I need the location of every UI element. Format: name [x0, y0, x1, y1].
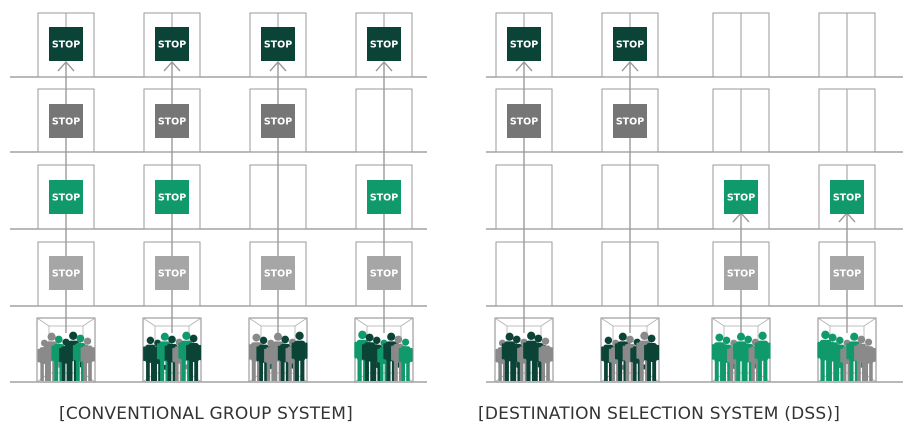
stop-label: STOP	[52, 269, 80, 280]
stop-marker: STOP	[367, 180, 401, 214]
stop-marker: STOP	[613, 27, 647, 61]
stop-marker: STOP	[613, 104, 647, 138]
up-arrow-icon	[163, 60, 181, 72]
passenger-group	[711, 331, 771, 381]
person-icon	[398, 338, 413, 381]
stop-marker: STOP	[155, 27, 189, 61]
passenger-group	[248, 331, 308, 381]
elevator-shaft: STOP STOP STOP STOP	[142, 12, 202, 383]
stop-marker: STOP	[49, 27, 83, 61]
stop-marker: STOP	[367, 256, 401, 290]
stop-marker: STOP	[155, 180, 189, 214]
person-icon	[754, 331, 771, 381]
passenger-group	[37, 331, 95, 381]
caption-destination-selection-system: [DESTINATION SELECTION SYSTEM (DSS)]	[478, 404, 841, 424]
person-icon	[538, 337, 553, 381]
stop-marker: STOP	[49, 180, 83, 214]
up-arrow-icon	[621, 60, 639, 72]
stop-label: STOP	[370, 40, 398, 51]
stop-label: STOP	[158, 193, 186, 204]
stop-label: STOP	[616, 40, 644, 51]
stop-label: STOP	[370, 269, 398, 280]
stop-marker: STOP	[507, 104, 541, 138]
stop-label: STOP	[264, 40, 292, 51]
stop-marker: STOP	[724, 180, 758, 214]
person-icon	[80, 337, 95, 381]
elevator-shaft: STOP STOP STOP	[354, 12, 414, 383]
stop-marker: STOP	[155, 256, 189, 290]
stop-label: STOP	[158, 117, 186, 128]
passenger-group	[143, 331, 202, 381]
stop-label: STOP	[264, 269, 292, 280]
elevator-shaft: STOP STOP STOP STOP	[36, 12, 96, 383]
up-arrow-icon	[269, 60, 287, 72]
stop-label: STOP	[52, 193, 80, 204]
passenger-group	[354, 330, 413, 381]
stop-label: STOP	[158, 40, 186, 51]
stop-marker: STOP	[724, 256, 758, 290]
passenger-group	[601, 331, 660, 381]
person-icon	[861, 338, 876, 381]
elevator-shaft: STOP STOP	[817, 12, 877, 383]
person-icon	[291, 331, 308, 381]
up-arrow-icon	[57, 60, 75, 72]
stop-marker: STOP	[830, 256, 864, 290]
stop-label: STOP	[616, 117, 644, 128]
up-arrow-icon	[515, 60, 533, 72]
elevator-shaft: STOP STOP STOP	[248, 12, 308, 383]
stop-label: STOP	[158, 269, 186, 280]
passenger-group	[817, 330, 876, 381]
stop-label: STOP	[833, 193, 861, 204]
stop-marker: STOP	[830, 180, 864, 214]
stop-marker: STOP	[261, 104, 295, 138]
stop-label: STOP	[833, 269, 861, 280]
person-icon	[711, 333, 728, 381]
stop-marker: STOP	[261, 256, 295, 290]
stop-label: STOP	[510, 40, 538, 51]
stop-label: STOP	[510, 117, 538, 128]
destination-selection-system-diagram: STOP STOP STOP STOP STOP STOP STOP STOP	[486, 12, 903, 383]
person-icon	[644, 334, 660, 381]
conventional-group-system-diagram: STOPSTOPSTOPSTOPSTOPSTOPSTOPSTOPSTOPSTOP…	[10, 12, 427, 383]
stop-marker: STOP	[507, 27, 541, 61]
elevator-shaft: STOP STOP	[494, 12, 554, 383]
stop-label: STOP	[52, 117, 80, 128]
stop-marker: STOP	[367, 27, 401, 61]
stop-label: STOP	[264, 117, 292, 128]
stop-label: STOP	[727, 193, 755, 204]
stop-marker: STOP	[155, 104, 189, 138]
person-icon	[186, 334, 202, 381]
stop-label: STOP	[370, 193, 398, 204]
stop-label: STOP	[727, 269, 755, 280]
caption-conventional-group-system: [CONVENTIONAL GROUP SYSTEM]	[59, 404, 353, 424]
stop-label: STOP	[52, 40, 80, 51]
elevator-shaft: STOP STOP	[600, 12, 660, 383]
stop-marker: STOP	[49, 104, 83, 138]
passenger-group	[495, 331, 553, 381]
stop-marker: STOP	[261, 27, 295, 61]
up-arrow-icon	[375, 60, 393, 72]
stop-marker: STOP	[49, 256, 83, 290]
elevator-shaft: STOP STOP	[711, 12, 771, 383]
